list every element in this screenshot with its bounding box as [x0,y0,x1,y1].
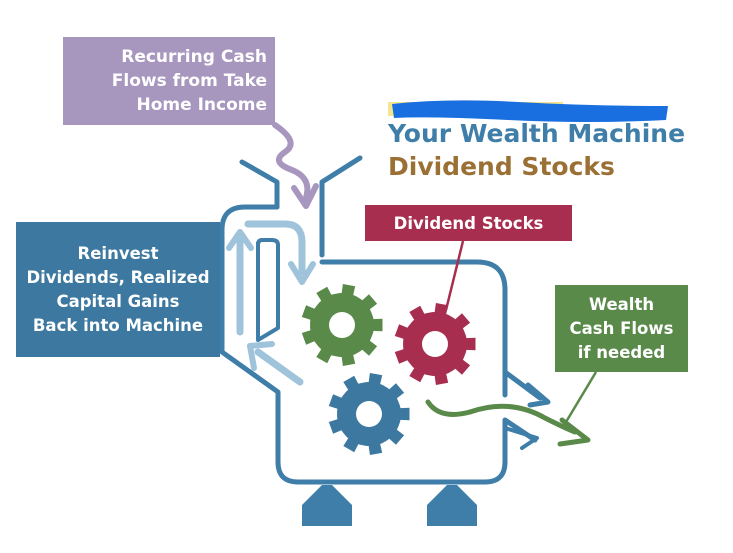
wealth-line-1: Wealth [588,294,655,314]
gear-hole [356,401,382,427]
gear-icon [394,303,476,385]
reinvest-label: Reinvest Dividends, Realized Capital Gai… [16,222,220,357]
machine-body [219,204,538,485]
gear-icon [328,373,410,455]
recurring-line-1: Recurring Cash [121,47,267,67]
dividend-stocks-label: Dividend Stocks [365,205,572,241]
reinvest-line-1: Reinvest [77,243,159,263]
input-arrow [272,122,311,201]
wealth-line-3: if needed [577,342,666,362]
reinvest-line-3: Capital Gains [56,291,180,311]
gear-icon [301,284,383,366]
title-line-1: Your Wealth Machine [388,119,686,148]
recirc-arrow-bottom-head [247,341,275,371]
recirc-arrow-up-head [226,229,254,251]
foot-right [427,485,477,526]
funnel-left [239,159,280,210]
wealth-line-2: Cash Flows [569,318,674,338]
dividend-connector [444,240,465,311]
output-chute-arrow-top [525,382,551,408]
recurring-cash-flows-label: Recurring Cash Flows from Take Home Inco… [63,37,275,125]
input-arrow-head [291,183,319,209]
wealth-output-arrow [425,399,578,435]
inner-pipe [256,238,280,342]
output-chute-arrow-bottom [503,426,539,450]
diagram-title: Your Wealth Machine Dividend Stocks [388,117,685,183]
title-line-2: Dividend Stocks [388,152,615,181]
wealth-output-arrow-head [557,417,591,447]
wealth-connector [564,371,598,423]
gear-hole [329,312,355,338]
reinvest-line-2: Dividends, Realized [26,267,210,287]
reinvest-line-4: Back into Machine [32,315,204,335]
recirc-arrow-bottom [254,348,304,386]
recurring-line-3: Home Income [136,95,268,115]
highlight-scribble [388,100,668,122]
gear-hole [422,331,448,357]
dividend-stocks-text: Dividend Stocks [393,213,544,233]
recirc-arrow-top-head [288,261,316,285]
wealth-cash-flows-label: Wealth Cash Flows if needed [555,285,688,372]
recirc-arrow-top [244,220,306,276]
foot-left [302,485,352,526]
funnel-right [319,155,363,258]
output-chute-top [502,369,543,401]
recurring-line-2: Flows from Take [111,71,267,91]
